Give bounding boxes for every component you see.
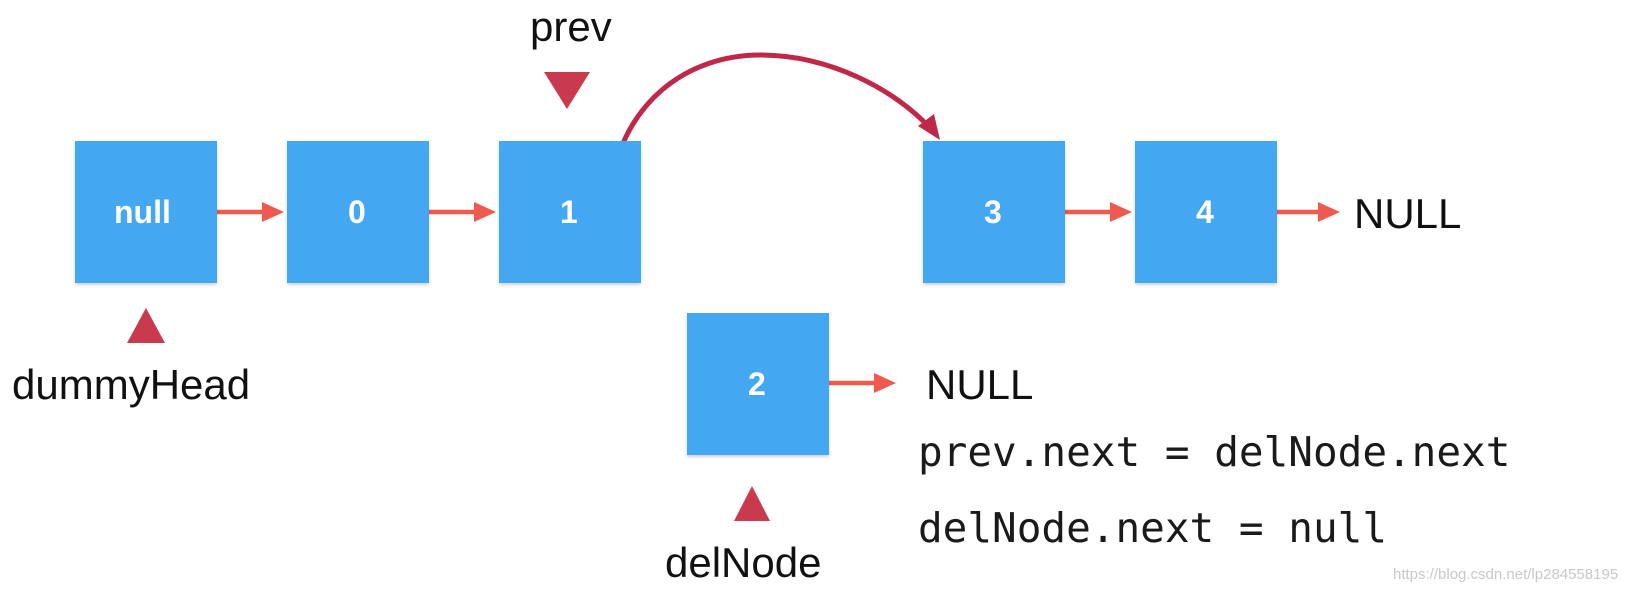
code-line-1: prev.next = delNode.next [918, 428, 1511, 476]
delnode-pointer-marker [734, 486, 770, 521]
delnode-end-null-label: NULL [926, 361, 1034, 408]
node-dummy-head: null [75, 141, 217, 283]
node-0-value: 0 [348, 194, 366, 230]
node-3: 3 [923, 141, 1065, 283]
prev-pointer-label: prev [530, 3, 612, 50]
node-4: 4 [1135, 141, 1277, 283]
node-2-deleted: 2 [687, 313, 829, 455]
code-line-2: delNode.next = null [918, 504, 1387, 552]
node-0: 0 [287, 141, 429, 283]
node-1: 1 [499, 141, 641, 283]
node-2-value: 2 [748, 366, 766, 402]
node-1-value: 1 [560, 194, 578, 230]
dummyhead-pointer-label: dummyHead [12, 361, 251, 408]
curved-arrow-1-to-3 [605, 52, 940, 206]
list-end-null-label: NULL [1354, 190, 1462, 237]
node-dummy-value: null [114, 194, 171, 230]
node-4-value: 4 [1196, 194, 1214, 230]
prev-pointer-marker [544, 72, 590, 109]
delnode-pointer-label: delNode [665, 539, 822, 586]
watermark: https://blog.csdn.net/lp284558195 [1393, 566, 1619, 583]
node-3-value: 3 [984, 194, 1002, 230]
dummyhead-pointer-marker [127, 308, 165, 343]
